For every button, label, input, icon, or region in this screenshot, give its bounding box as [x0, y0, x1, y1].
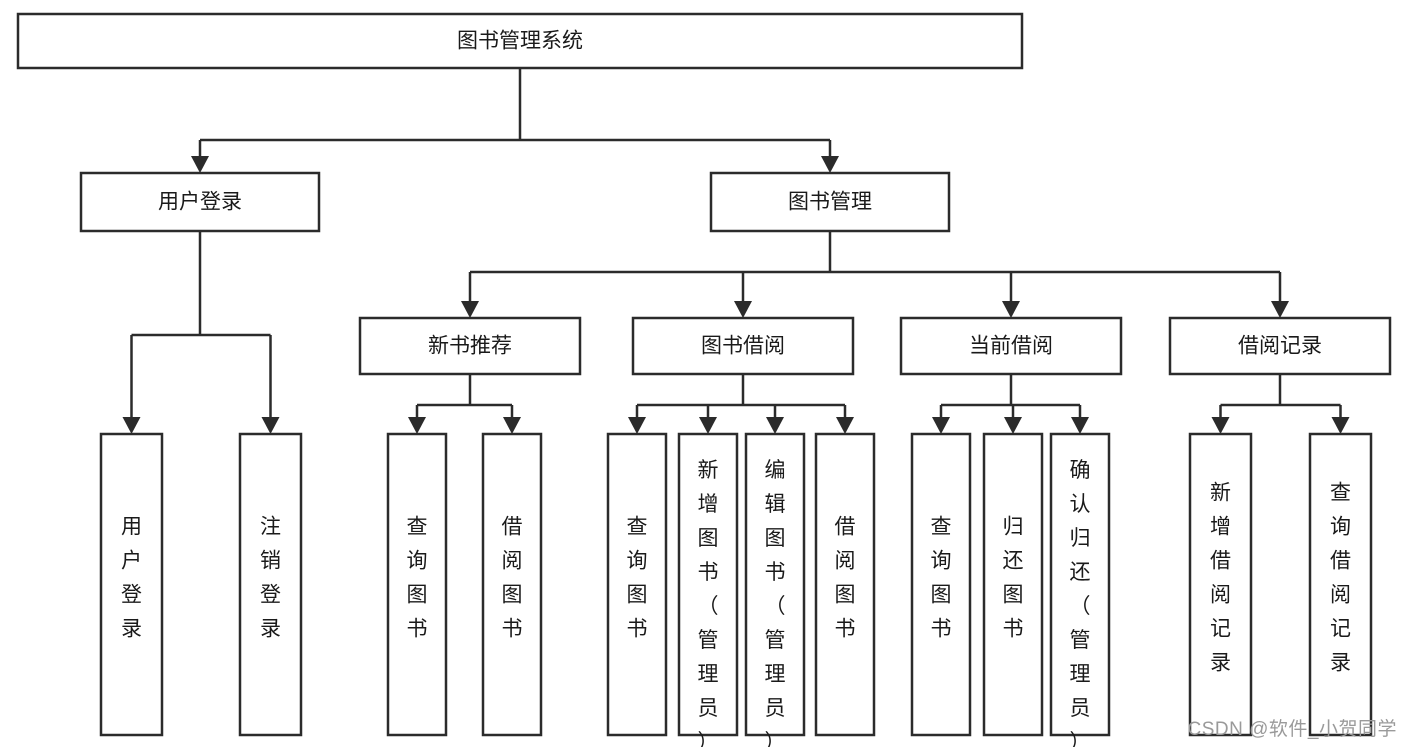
node-label-leaf-query-book-3: 查询图书	[931, 516, 952, 641]
node-label-current-borrow: 当前借阅	[969, 335, 1053, 358]
node-leaf-query-book-2[interactable]: 查询图书	[606, 432, 668, 737]
arrow-head-icon	[1004, 417, 1022, 434]
node-label-root: 图书管理系统	[457, 30, 583, 53]
node-layer: 图书管理系统用户登录图书管理新书推荐图书借阅当前借阅借阅记录用户登录注销登录查询…	[16, 12, 1392, 747]
arrow-head-icon	[628, 417, 646, 434]
node-book-management[interactable]: 图书管理	[709, 171, 951, 233]
arrow-head-icon	[1331, 417, 1350, 434]
node-label-leaf-query-book-2: 查询图书	[627, 516, 648, 641]
node-box-leaf-query-book-1	[386, 432, 448, 737]
node-new-book-recommend[interactable]: 新书推荐	[358, 316, 582, 376]
node-leaf-borrow-book-2[interactable]: 借阅图书	[814, 432, 876, 737]
connector-layer	[122, 68, 1350, 434]
node-label-leaf-borrow-book-2: 借阅图书	[835, 516, 856, 641]
node-box-leaf-query-book-2	[606, 432, 668, 737]
node-box-book-management	[709, 171, 951, 233]
node-box-leaf-add-book	[677, 432, 739, 737]
arrow-head-icon	[122, 417, 141, 434]
node-leaf-query-book-3[interactable]: 查询图书	[910, 432, 972, 737]
node-label-leaf-logout: 注销登录	[260, 516, 281, 641]
node-box-leaf-add-record	[1188, 432, 1253, 737]
node-leaf-query-book-1[interactable]: 查询图书	[386, 432, 448, 737]
arrow-head-icon	[503, 417, 521, 434]
node-label-leaf-return-book: 归还图书	[1003, 516, 1024, 641]
node-label-new-book-recommend: 新书推荐	[428, 335, 512, 358]
arrow-head-icon	[1271, 301, 1289, 318]
node-box-borrow-record	[1168, 316, 1392, 376]
arrow-head-icon	[1071, 417, 1089, 434]
arrow-head-icon	[261, 417, 280, 434]
node-label-borrow-record: 借阅记录	[1238, 335, 1322, 358]
node-label-leaf-add-record: 新增借阅记录	[1210, 482, 1231, 675]
node-leaf-add-record[interactable]: 新增借阅记录	[1188, 432, 1253, 737]
node-box-new-book-recommend	[358, 316, 582, 376]
node-leaf-add-book[interactable]: 新增图书（管理员）	[677, 432, 739, 747]
arrow-head-icon	[191, 156, 209, 173]
arrow-head-icon	[1211, 417, 1230, 434]
node-box-leaf-logout	[238, 432, 303, 737]
node-book-borrow[interactable]: 图书借阅	[631, 316, 855, 376]
node-leaf-user-login[interactable]: 用户登录	[99, 432, 164, 737]
node-label-book-management: 图书管理	[788, 191, 872, 214]
node-leaf-query-record[interactable]: 查询借阅记录	[1308, 432, 1373, 737]
arrow-head-icon	[821, 156, 839, 173]
node-leaf-borrow-book-1[interactable]: 借阅图书	[481, 432, 543, 737]
node-box-book-borrow	[631, 316, 855, 376]
node-box-leaf-query-book-3	[910, 432, 972, 737]
node-label-user-login: 用户登录	[158, 191, 242, 214]
arrow-head-icon	[932, 417, 950, 434]
arrow-head-icon	[408, 417, 426, 434]
node-current-borrow[interactable]: 当前借阅	[899, 316, 1123, 376]
node-label-leaf-edit-book: 编辑图书（管理员）	[765, 459, 786, 747]
node-root[interactable]: 图书管理系统	[16, 12, 1024, 70]
node-label-leaf-user-login: 用户登录	[121, 516, 142, 641]
arrow-head-icon	[461, 301, 479, 318]
arrow-head-icon	[836, 417, 854, 434]
node-label-leaf-borrow-book-1: 借阅图书	[502, 516, 523, 641]
node-box-current-borrow	[899, 316, 1123, 376]
node-label-leaf-add-book: 新增图书（管理员）	[698, 459, 719, 747]
node-box-leaf-borrow-book-1	[481, 432, 543, 737]
node-label-leaf-confirm-return: 确认归还（管理员）	[1070, 459, 1091, 747]
node-label-leaf-query-record: 查询借阅记录	[1330, 482, 1351, 675]
node-box-leaf-user-login	[99, 432, 164, 737]
node-box-user-login	[79, 171, 321, 233]
node-box-root	[16, 12, 1024, 70]
node-user-login[interactable]: 用户登录	[79, 171, 321, 233]
node-box-leaf-return-book	[982, 432, 1044, 737]
arrow-head-icon	[699, 417, 717, 434]
node-borrow-record[interactable]: 借阅记录	[1168, 316, 1392, 376]
node-box-leaf-confirm-return	[1049, 432, 1111, 737]
node-leaf-logout[interactable]: 注销登录	[238, 432, 303, 737]
node-leaf-edit-book[interactable]: 编辑图书（管理员）	[744, 432, 806, 747]
node-box-leaf-edit-book	[744, 432, 806, 737]
node-label-leaf-query-book-1: 查询图书	[407, 516, 428, 641]
node-box-leaf-borrow-book-2	[814, 432, 876, 737]
node-leaf-confirm-return[interactable]: 确认归还（管理员）	[1049, 432, 1111, 747]
arrow-head-icon	[766, 417, 784, 434]
arrow-head-icon	[734, 301, 752, 318]
arrow-head-icon	[1002, 301, 1020, 318]
node-box-leaf-query-record	[1308, 432, 1373, 737]
node-label-book-borrow: 图书借阅	[701, 335, 785, 358]
node-leaf-return-book[interactable]: 归还图书	[982, 432, 1044, 737]
